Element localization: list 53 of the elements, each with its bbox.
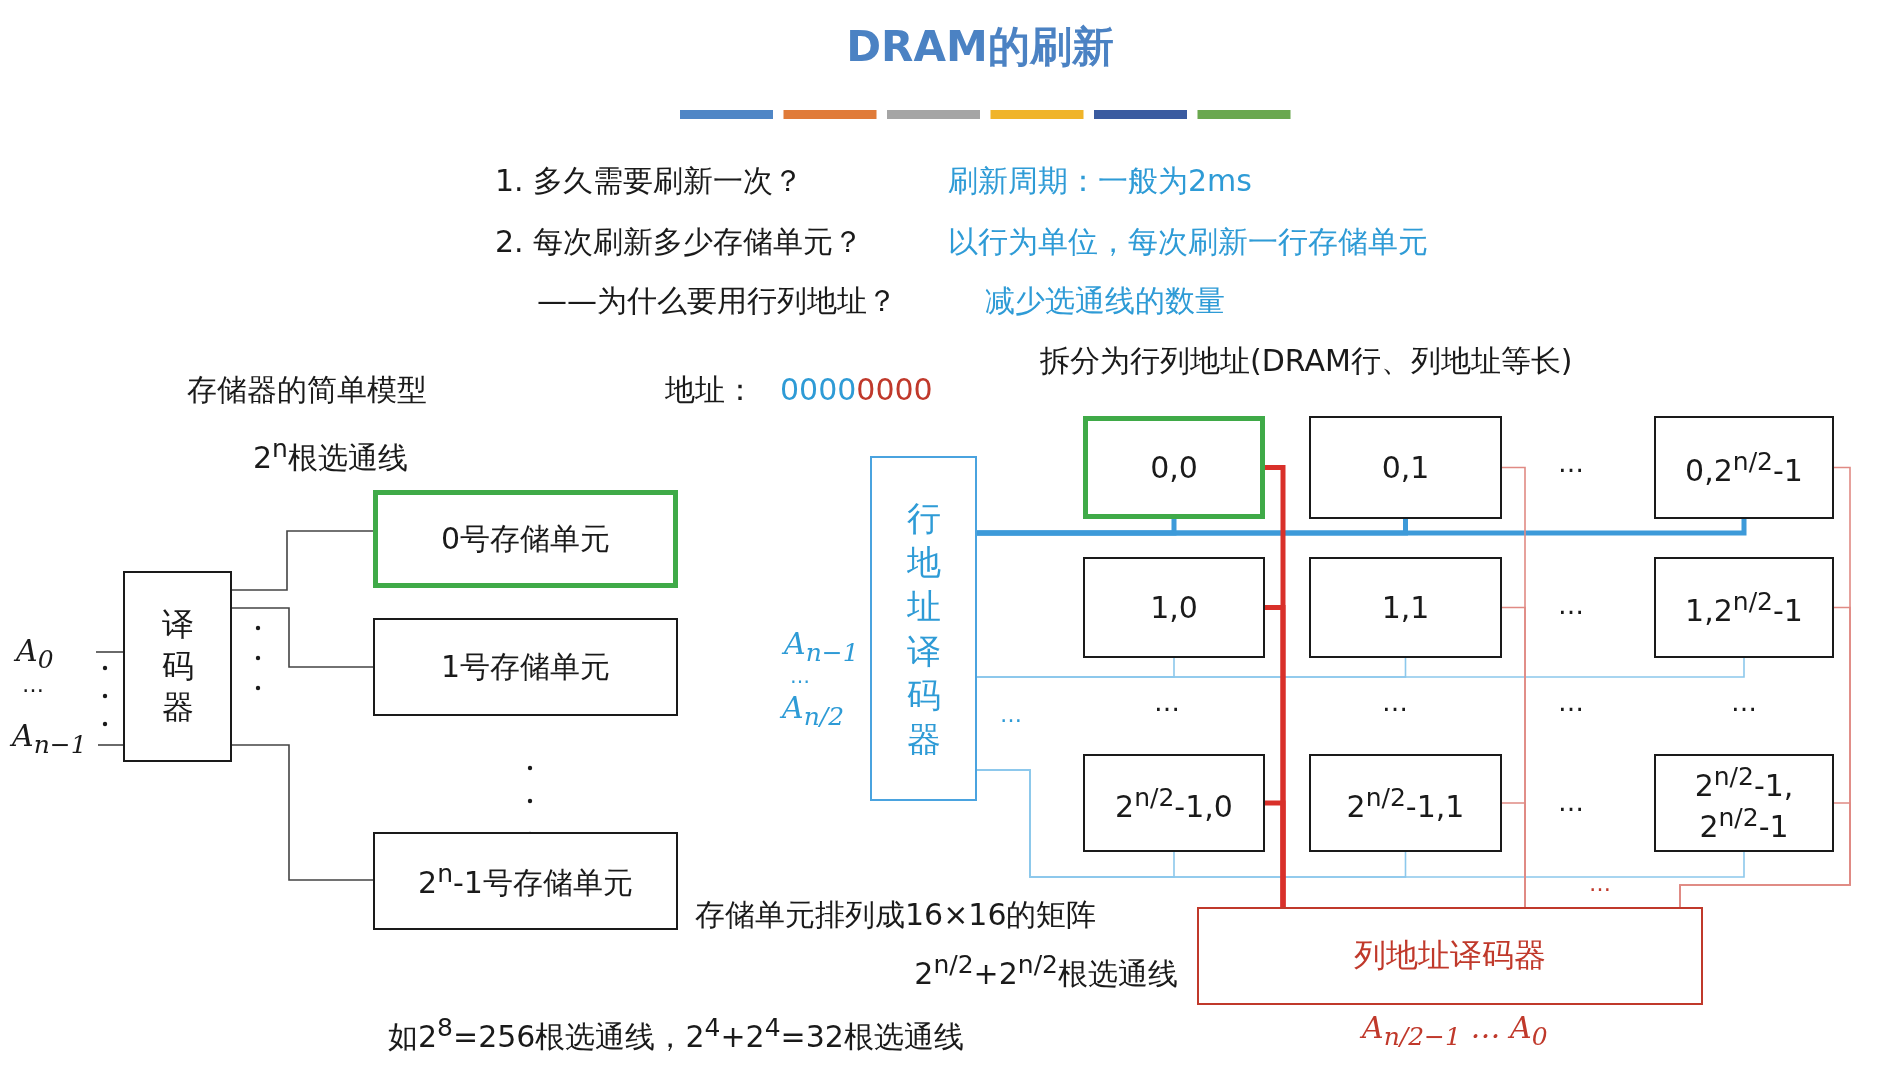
address-bits-text: 0000 <box>856 372 933 408</box>
ellipsis-text: … <box>22 672 44 699</box>
ellipsis-text: … <box>1731 687 1757 719</box>
address-label: 地址： <box>665 372 755 408</box>
storage-cell-box: 1,2$^{n/2}$-1 <box>1654 557 1834 658</box>
ellipsis-text: … <box>1558 787 1584 819</box>
heading-text: 存储器的简单模型 <box>187 372 427 408</box>
connector-line <box>1501 802 1526 908</box>
connector-line <box>976 769 1745 878</box>
answer-text: 减少选通线的数量 <box>985 283 1225 319</box>
connector-line <box>977 519 1747 536</box>
connector-line <box>97 744 124 746</box>
column-address-decoder-box: 列地址译码器 <box>1197 907 1703 1005</box>
storage-cell-box: 2$^{n/2}$-1,0 <box>1083 754 1265 852</box>
connector-line <box>976 657 1745 678</box>
storage-cell-box: 1,0 <box>1083 557 1265 658</box>
storage-cell-box: 2$^{n/2}$-1,1 <box>1309 754 1502 852</box>
storage-cell-box: 0,0 <box>1083 416 1265 519</box>
connector-line <box>1265 800 1286 907</box>
answer-text: 刷新周期：一般为2ms <box>948 163 1252 199</box>
storage-cell-box: 2$^{n/2}$-1, 2$^{n/2}$-1 <box>1654 754 1834 852</box>
ellipsis-text: … <box>1589 871 1611 898</box>
decoder-box: 译码器 <box>123 571 232 762</box>
heading-text: 拆分为行列地址(DRAM行、列地址等长) <box>1040 343 1573 379</box>
question-text: 2. 每次刷新多少存储单元？ <box>495 224 864 260</box>
question-text: 1. 多久需要刷新一次？ <box>495 163 804 199</box>
ellipsis-text: … <box>1558 448 1584 480</box>
memory-unit-box: 0号存储单元 <box>373 490 678 588</box>
note-text: 存储单元排列成16×16的矩阵 <box>695 897 1097 933</box>
ellipsis-text: … <box>790 664 810 688</box>
connector-line <box>95 651 124 653</box>
question-text: ——为什么要用行列地址？ <box>537 283 897 319</box>
ellipsis-text: … <box>1000 702 1022 729</box>
connector-line <box>231 607 374 668</box>
connector-line <box>1679 802 1851 908</box>
select-line-count-text: 2$^{n}$根选通线 <box>253 434 408 476</box>
connector-line <box>231 530 374 591</box>
title: DRAM的刷新 <box>845 22 1115 73</box>
ellipsis-text: … <box>1558 590 1584 622</box>
connector-line <box>231 744 374 881</box>
example-text: 如2$^{8}$=256根选通线，2$^{4}$+2$^{4}$=32根选通线 <box>388 1013 964 1055</box>
ellipsis-text: … <box>1154 687 1180 719</box>
row-address-decoder-box: 行地址译码器 <box>870 456 977 801</box>
memory-unit-box: 2$^{n}$-1号存储单元 <box>373 832 678 930</box>
note-text: 2$^{n/2}$+2$^{n/2}$根选通线 <box>914 950 1178 992</box>
storage-cell-box: 0,2$^{n/2}$-1 <box>1654 416 1834 519</box>
address-bits-text: 0000 <box>780 372 857 408</box>
storage-cell-box: 0,1 <box>1309 416 1502 519</box>
memory-unit-box: 1号存储单元 <box>373 618 678 716</box>
ellipsis-text: … <box>1558 687 1584 719</box>
ellipsis-text: … <box>1382 687 1408 719</box>
answer-text: 以行为单位，每次刷新一行存储单元 <box>948 224 1428 260</box>
storage-cell-box: 1,1 <box>1309 557 1502 658</box>
